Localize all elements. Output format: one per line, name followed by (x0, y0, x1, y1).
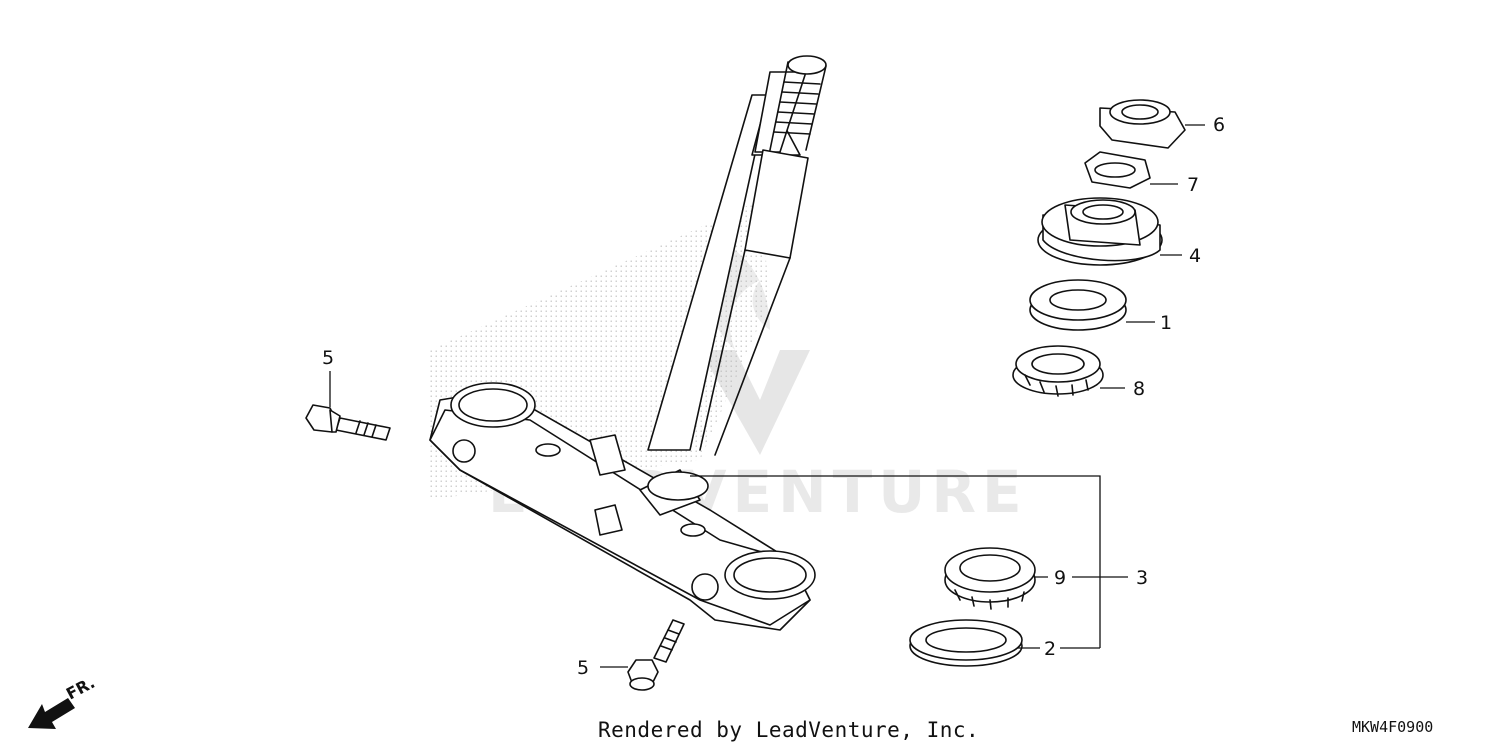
callout-7: 7 (1187, 174, 1199, 196)
upper-bearing (1012, 345, 1104, 397)
callout-3: 3 (1136, 567, 1148, 589)
adjusting-nut (1037, 197, 1163, 266)
callout-5-lower: 5 (577, 657, 589, 679)
callout-5-upper: 5 (322, 347, 334, 369)
leader-lines (329, 124, 1205, 668)
bottom-bridge (429, 382, 816, 631)
callout-6: 6 (1213, 114, 1225, 136)
callout-1: 1 (1160, 312, 1172, 334)
upper-race (1029, 279, 1127, 331)
steering-stem (647, 55, 827, 456)
callout-4: 4 (1189, 245, 1201, 267)
castle-nut (1099, 99, 1186, 149)
lock-washer (1084, 151, 1151, 189)
render-credit: Rendered by LeadVenture, Inc. (598, 718, 980, 742)
callout-numbers: 6 7 4 1 8 9 3 2 5 5 (322, 114, 1225, 679)
callout-9: 9 (1054, 567, 1066, 589)
bolt-upper (305, 404, 391, 441)
diagram-code: MKW4F0900 (1352, 718, 1434, 736)
bolt-lower (627, 619, 685, 691)
callout-8: 8 (1133, 378, 1145, 400)
lower-bearing (944, 547, 1036, 610)
front-arrow-icon: FR. (28, 673, 98, 729)
dust-seal (909, 619, 1023, 667)
callout-2: 2 (1044, 638, 1056, 660)
